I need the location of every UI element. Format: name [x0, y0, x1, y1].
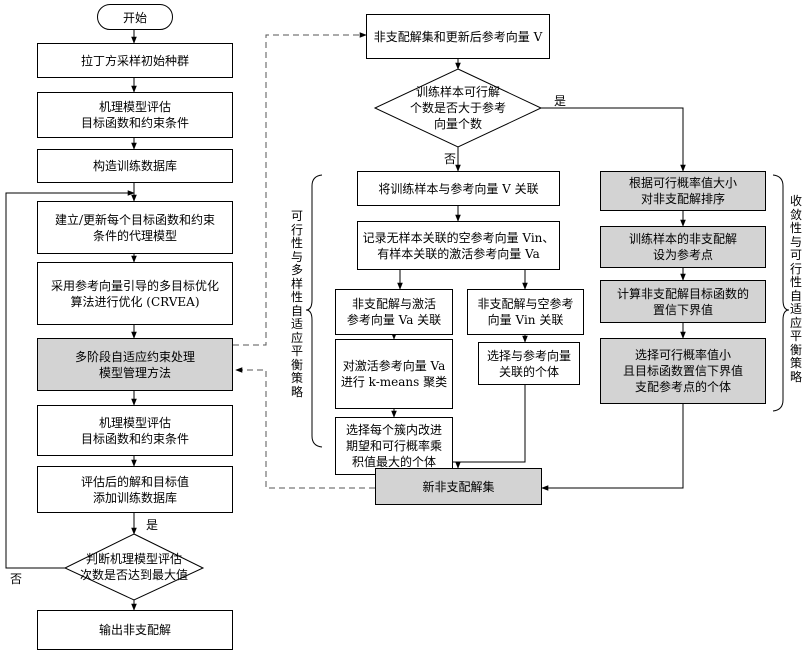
mid-yes-label: 是 — [554, 94, 567, 108]
add-database-box: 评估后的解和目标值 添加训练数据库 — [37, 466, 233, 513]
record-ref-vectors-box: 记录无样本关联的空参考向量 Vin、 有样本关联的激活参考向量 Va — [357, 221, 560, 270]
nd-empty-assoc-box: 非支配解与空参考 向量 Vin 关联 — [467, 289, 584, 335]
build-database-box: 构造训练数据库 — [37, 149, 233, 183]
reference-point-box: 训练样本的非支配解 设为参考点 — [600, 226, 766, 268]
sort-nd-box: 根据可行概率值大小 对非支配解排序 — [600, 171, 766, 211]
select-individual-box: 选择可行概率值小 且目标函数置信下界值 支配参考点的个体 — [600, 338, 766, 404]
mechanism-eval-box-1: 机理模型评估 目标函数和约束条件 — [37, 92, 233, 138]
evaluation-limit-decision-shape — [63, 533, 205, 601]
feasibility-diversity-label: 可行性与多样性自适应平衡策略 — [290, 209, 303, 399]
crvea-optimization-box: 采用参考向量引导的多目标优化 算法进行优化 (CRVEA) — [37, 262, 233, 325]
select-assoc-box: 选择与参考向量 关联的个体 — [478, 342, 580, 385]
feasible-count-decision: 训练样本可行解 个数是否大于参考 向量个数 — [409, 85, 506, 131]
left-yes-label: 是 — [146, 518, 159, 532]
output-box: 输出非支配解 — [37, 610, 233, 650]
surrogate-model-box: 建立/更新每个目标函数和约束 条件的代理模型 — [37, 201, 233, 254]
associate-box: 将训练样本与参考向量 V 关联 — [357, 171, 560, 206]
start-label: 开始 — [122, 10, 147, 25]
model-management-box: 多阶段自适应约束处理 模型管理方法 — [37, 338, 233, 391]
left-no-label: 否 — [10, 572, 23, 586]
mid-no-label: 否 — [444, 152, 457, 166]
start-terminal: 开始 — [97, 4, 173, 30]
mechanism-eval-box-2: 机理模型评估 目标函数和约束条件 — [37, 405, 233, 456]
convergence-feasibility-label: 收敛性与可行性自适应平衡策略 — [789, 194, 802, 384]
evaluation-limit-decision: 判断机理模型评估 次数是否达到最大值 — [79, 552, 188, 582]
nd-active-assoc-box: 非支配解与激活 参考向量 Va 关联 — [335, 289, 453, 335]
lhs-sampling-box: 拉丁方采样初始种群 — [37, 43, 233, 78]
nd-set-ref-vector-box: 非支配解集和更新后参考向量 V — [366, 14, 550, 59]
confidence-bound-box: 计算非支配解目标函数的 置信下界值 — [600, 280, 766, 323]
kmeans-box: 对激活参考向量 Va 进行 k-means 聚类 — [335, 339, 453, 409]
new-nd-set-box: 新非支配解集 — [375, 468, 542, 505]
feasible-count-decision-shape — [373, 68, 543, 148]
select-cluster-box: 选择每个簇内改进 期望和可行概率乘 积值最大的个体 — [335, 417, 453, 475]
